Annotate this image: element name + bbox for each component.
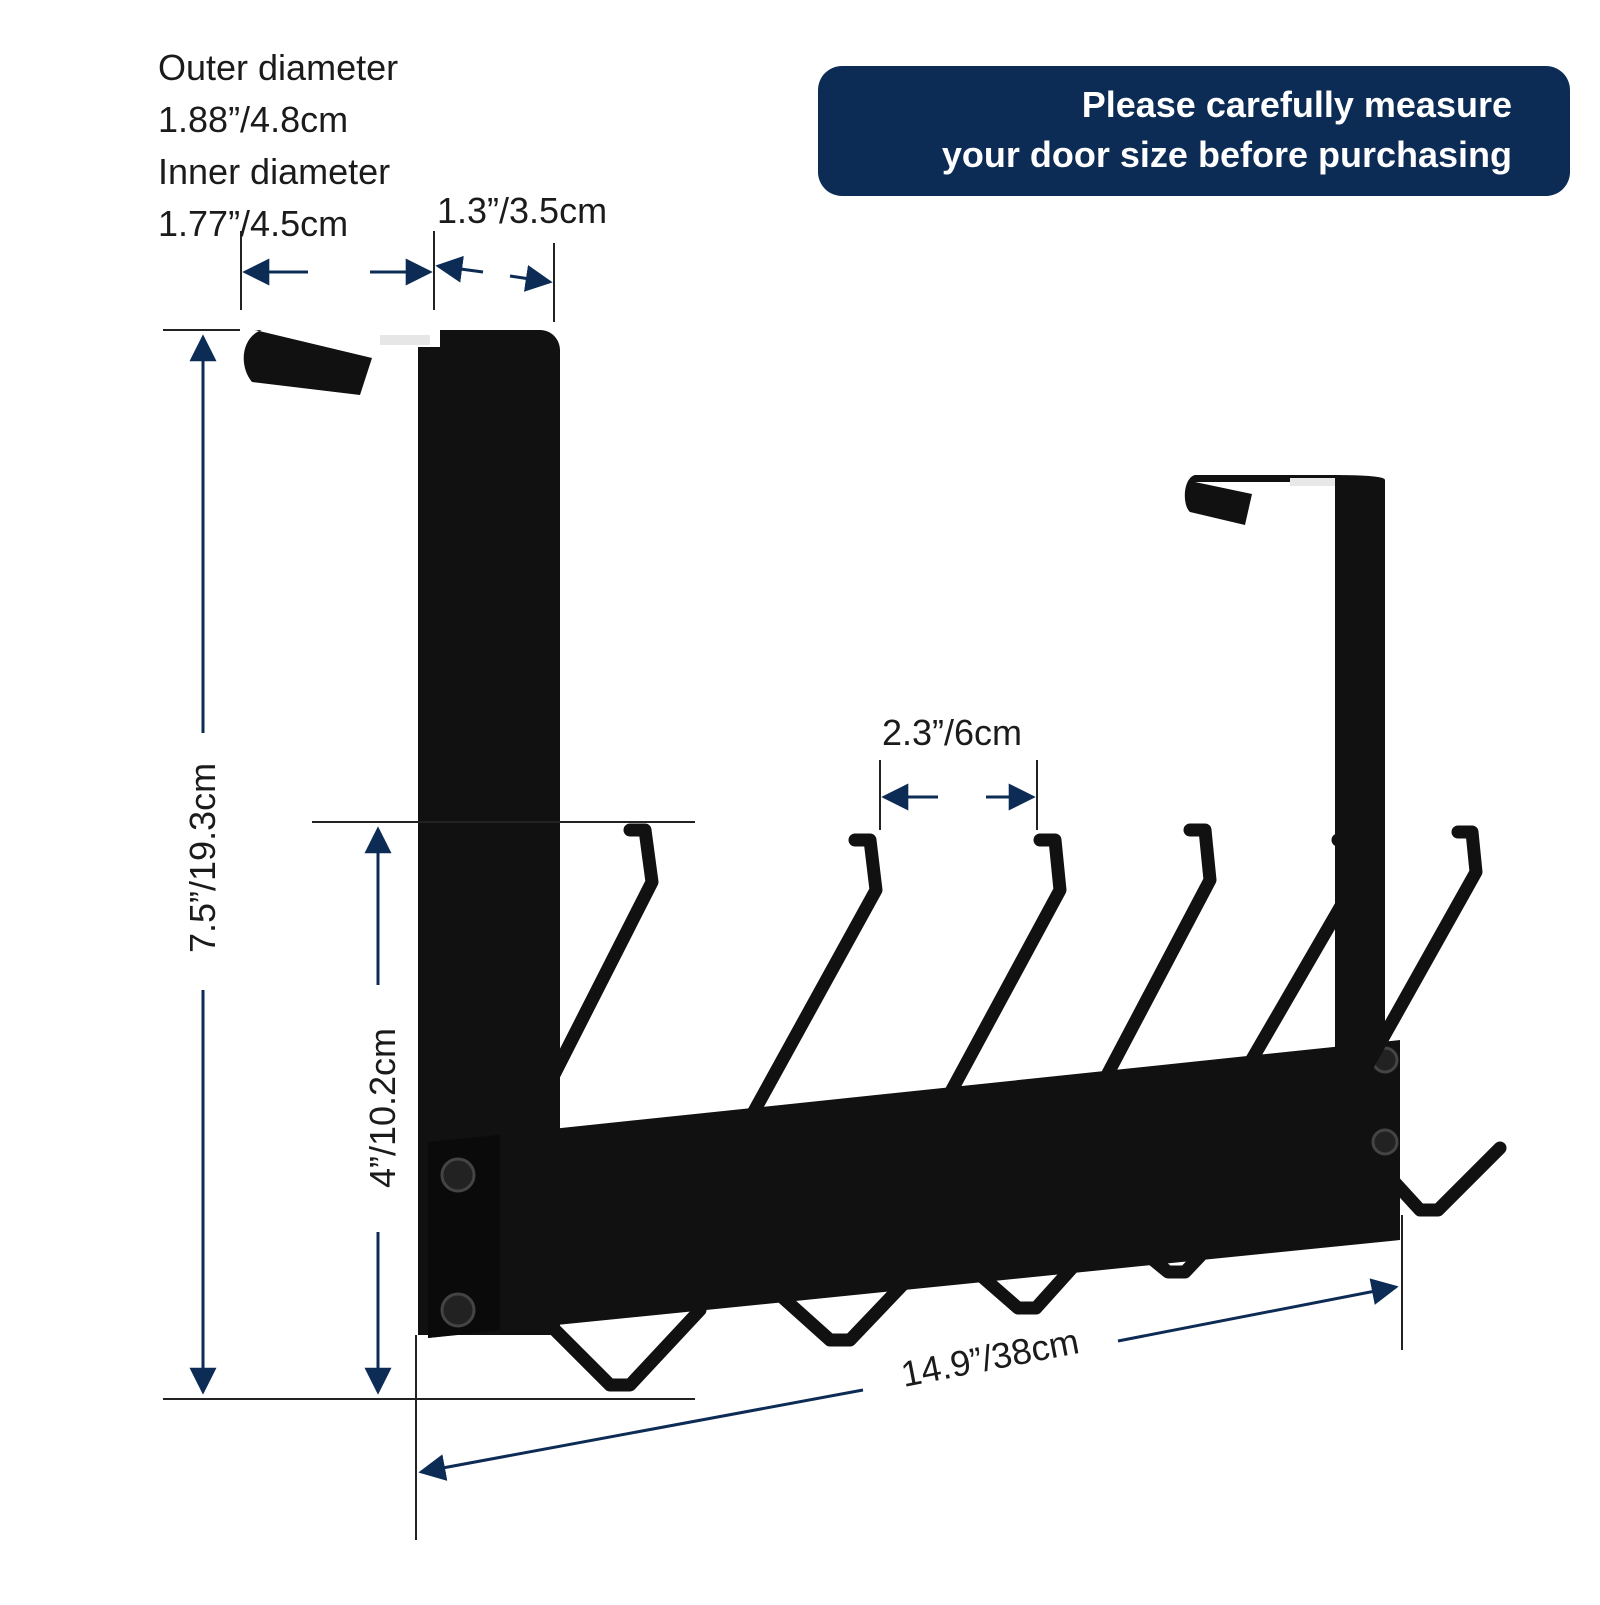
hook-1 (523, 823, 707, 1392)
dimension-arrows (189, 255, 1399, 1481)
hook-5 (1233, 833, 1382, 1247)
purchase-notice-banner: Please carefully measure your door size … (818, 66, 1570, 196)
outer-diameter-value: 1.88”/4.8cm (158, 99, 349, 140)
hook-width-label: 1.3”/3.5cm (437, 190, 608, 231)
hook-6 (1358, 825, 1507, 1217)
hook-height-label: 4”/10.2cm (362, 1027, 403, 1189)
hook-3 (933, 833, 1097, 1315)
outer-diameter-label: Outer diameter (158, 47, 399, 88)
rear-door-bracket (1184, 475, 1385, 1055)
front-door-bracket (243, 330, 560, 1335)
guide-lines (163, 231, 1403, 1540)
total-height-label: 7.5”/19.3cm (182, 762, 223, 953)
inner-diameter-value: 1.77”/4.5cm (158, 203, 349, 244)
hook-spacing-label: 2.3”/6cm (882, 712, 1023, 753)
hook-4 (1088, 823, 1247, 1279)
wire-hooks (523, 823, 1507, 1392)
hook-bar (428, 1040, 1400, 1338)
hook-2 (745, 833, 919, 1347)
notice-line-1: Please carefully measure (1081, 84, 1512, 125)
inner-diameter-label: Inner diameter (158, 151, 391, 192)
notice-line-2: your door size before purchasing (941, 134, 1512, 175)
